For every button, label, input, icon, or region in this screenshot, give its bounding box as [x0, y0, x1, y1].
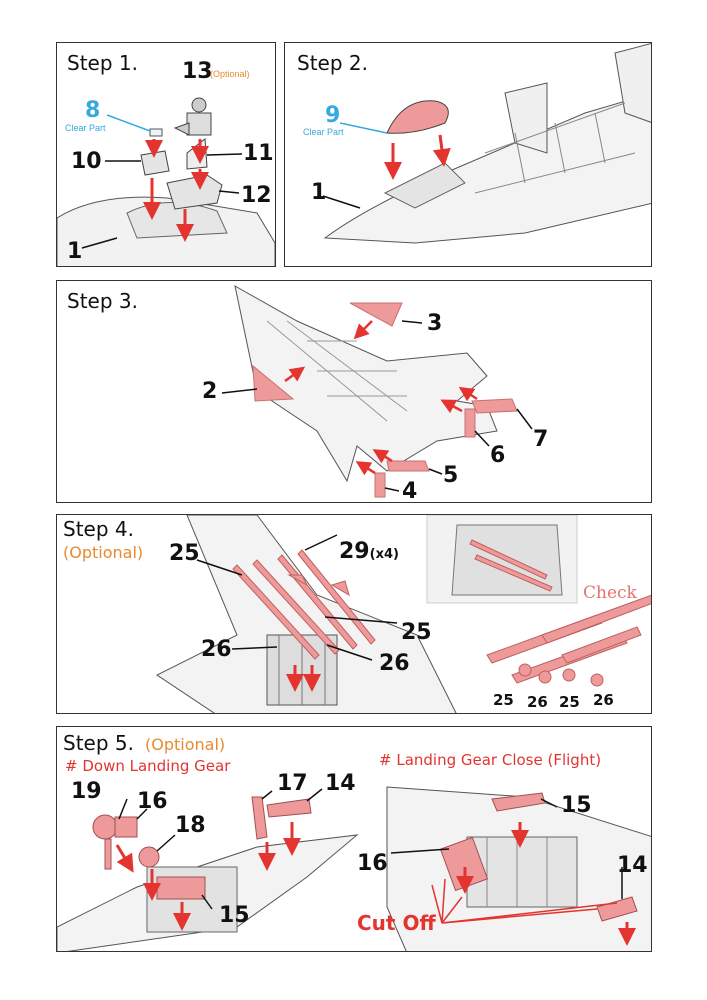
gear-wheel-19	[92, 814, 118, 840]
part-6	[464, 408, 476, 438]
part-25-label-right: 25	[401, 620, 432, 645]
step-3-title: Step 3.	[67, 289, 138, 313]
part-12-label: 12	[241, 183, 272, 208]
step-4-panel: Step 4. (Optional) 29(x4) 25 25 26 26 Ch…	[56, 514, 652, 714]
close-door-14	[596, 896, 638, 922]
part-7	[471, 398, 518, 414]
part-10	[140, 150, 170, 176]
step-2-title: Step 2.	[297, 51, 368, 75]
part-1-label: 1	[311, 180, 327, 205]
part-8-label: 8	[85, 98, 101, 123]
landing-gear-close-heading: # Landing Gear Close (Flight)	[379, 751, 602, 769]
check-label-26-b: 26	[593, 691, 614, 709]
step-4-title: Step 4.	[63, 517, 134, 541]
part-19-label: 19	[71, 779, 102, 804]
down-landing-gear-heading: # Down Landing Gear	[65, 757, 231, 775]
part-5	[386, 460, 430, 472]
part-8-clear-note: Clear Part	[65, 123, 106, 133]
part-9-label: 9	[325, 103, 341, 128]
part-29-quantity: (x4)	[369, 547, 399, 562]
step-2-panel: Step 2. 9 Clear Part 1	[284, 42, 652, 267]
part-15-label-left: 15	[219, 903, 250, 928]
step-1-drawing	[57, 97, 275, 266]
step-5-title: Step 5.	[63, 731, 134, 755]
part-15-label-right: 15	[561, 793, 592, 818]
part-7-label: 7	[533, 427, 549, 452]
part-3-label: 3	[427, 311, 443, 336]
bay-door-15	[156, 876, 206, 900]
gear-part-16	[114, 816, 138, 838]
check-label: Check	[583, 583, 637, 603]
clear-part-8	[149, 128, 163, 137]
part-11	[186, 138, 208, 170]
part-4	[374, 472, 386, 498]
step-4-drawing	[156, 515, 651, 713]
part-26-label-left: 26	[201, 637, 232, 662]
part-13-label: 13	[182, 59, 213, 84]
part-18-label: 18	[175, 813, 206, 838]
part-10-label: 10	[71, 149, 102, 174]
part-17-label: 17	[277, 771, 308, 796]
part-25-label-left: 25	[169, 541, 200, 566]
canopy-9	[386, 100, 449, 134]
part-29-label: 29(x4)	[339, 539, 399, 564]
part-6-label: 6	[490, 443, 506, 468]
gear-wheel-18	[138, 846, 160, 868]
check-label-26-a: 26	[527, 693, 548, 711]
part-11-label: 11	[243, 141, 274, 166]
part-16-label-left: 16	[137, 789, 168, 814]
part-16-label-right: 16	[357, 851, 388, 876]
step-1-panel: Step 1. 13 (Optional) 8 Clear Part 10 11…	[56, 42, 276, 267]
part-26-label-right: 26	[379, 651, 410, 676]
cut-off-label: Cut Off	[357, 911, 436, 935]
part-14-label-left: 14	[325, 771, 356, 796]
step-2-drawing	[322, 43, 651, 244]
step-3-panel: Step 3. 3 2 7 6 5 4	[56, 280, 652, 503]
part-29-number: 29	[339, 539, 370, 564]
check-inset-missiles	[486, 594, 651, 687]
part-4-label: 4	[402, 479, 418, 503]
part-3	[349, 302, 403, 327]
airframe-top	[234, 285, 498, 483]
part-13-optional: (Optional)	[210, 69, 250, 79]
part-2	[252, 364, 295, 402]
part-2-label: 2	[202, 379, 218, 404]
close-door-15	[491, 792, 546, 812]
step-1-title: Step 1.	[67, 51, 138, 75]
step-5-panel: Step 5. (Optional) # Down Landing Gear #…	[56, 726, 652, 952]
part-12	[166, 174, 223, 210]
step-5-drawing	[57, 786, 651, 951]
step-5-optional: (Optional)	[145, 735, 226, 754]
missile-group-29	[232, 549, 376, 660]
part-5-label: 5	[443, 463, 459, 488]
part-9-clear-note: Clear Part	[303, 127, 344, 137]
check-label-25-b: 25	[559, 693, 580, 711]
check-label-25-a: 25	[493, 691, 514, 709]
part-1-label: 1	[67, 239, 83, 264]
cut-off-pointers	[431, 878, 618, 924]
step-3-drawing	[221, 285, 533, 498]
fuselage	[323, 93, 651, 244]
door-14	[266, 798, 312, 818]
gear-strut-17	[251, 796, 268, 840]
gear-strut	[104, 838, 112, 870]
part-14-label-right: 14	[617, 853, 648, 878]
ejection-seat-13	[173, 97, 212, 136]
step-4-optional: (Optional)	[63, 543, 144, 562]
